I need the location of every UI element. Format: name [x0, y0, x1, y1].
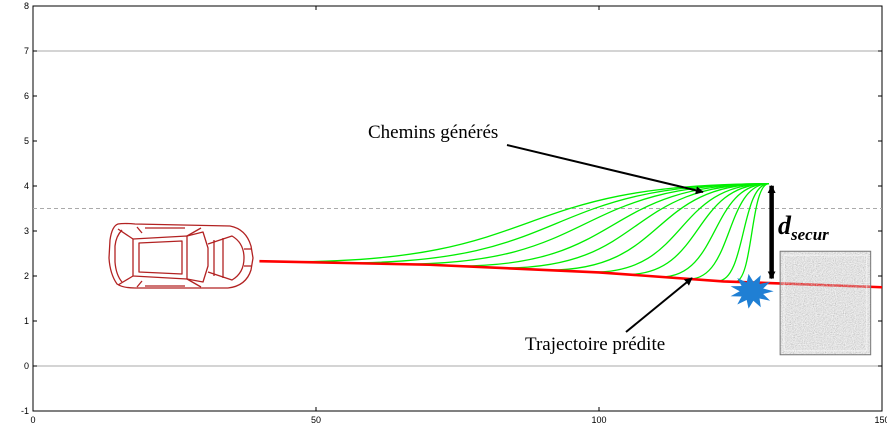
generated-path-9 [661, 183, 769, 278]
collision-burst-shape [730, 273, 774, 309]
obstacle-border [779, 250, 872, 356]
generated-path-5 [502, 183, 769, 269]
generated-path-8 [627, 183, 769, 276]
y-axis-ticks: -1 0 1 2 3 4 5 6 7 8 [21, 1, 882, 416]
collision-burst-icon [730, 273, 774, 309]
x-tick-label-2: 100 [591, 415, 606, 425]
generated-path-4 [457, 183, 769, 267]
predicted-trajectory-label: Trajectoire prédite [525, 334, 665, 355]
generated-path-7 [593, 183, 769, 273]
y-tick-label-7: 6 [24, 91, 29, 101]
y-tick-label-5: 4 [24, 181, 29, 191]
generated-path-6 [548, 183, 769, 271]
safety-distance-subscript: secur [790, 225, 829, 244]
x-tick-label-3: 150 [874, 415, 887, 425]
lane-lines [33, 50, 882, 367]
y-tick-label-2: 1 [24, 316, 29, 326]
generated-paths-pointer [506, 144, 704, 195]
vehicle-car-icon [108, 222, 254, 289]
y-tick-label-4: 3 [24, 226, 29, 236]
y-tick-label-9: 8 [24, 1, 29, 11]
y-tick-label-6: 5 [24, 136, 29, 146]
y-tick-label-1: 0 [24, 361, 29, 371]
x-axis-ticks: 0 50 100 150 [30, 6, 887, 425]
safety-distance-symbol: d [778, 211, 792, 240]
generated-path-12 [734, 183, 770, 283]
obstacle-block-icon [779, 250, 872, 356]
obstacle-texture [780, 251, 871, 355]
generated-path-1 [287, 183, 769, 263]
predicted-trajectory-pointer [625, 277, 693, 333]
y-tick-label-3: 2 [24, 271, 29, 281]
generated-paths-label: Chemins générés [368, 122, 498, 143]
x-tick-label-0: 0 [30, 415, 35, 425]
generated-path-11 [717, 183, 769, 282]
x-tick-label-1: 50 [311, 415, 321, 425]
obstacle-bevel [783, 254, 868, 352]
safety-distance-label: dsecur [778, 211, 829, 244]
y-tick-label-8: 7 [24, 46, 29, 56]
y-tick-label-0: -1 [21, 406, 29, 416]
generated-path-10 [689, 183, 769, 280]
